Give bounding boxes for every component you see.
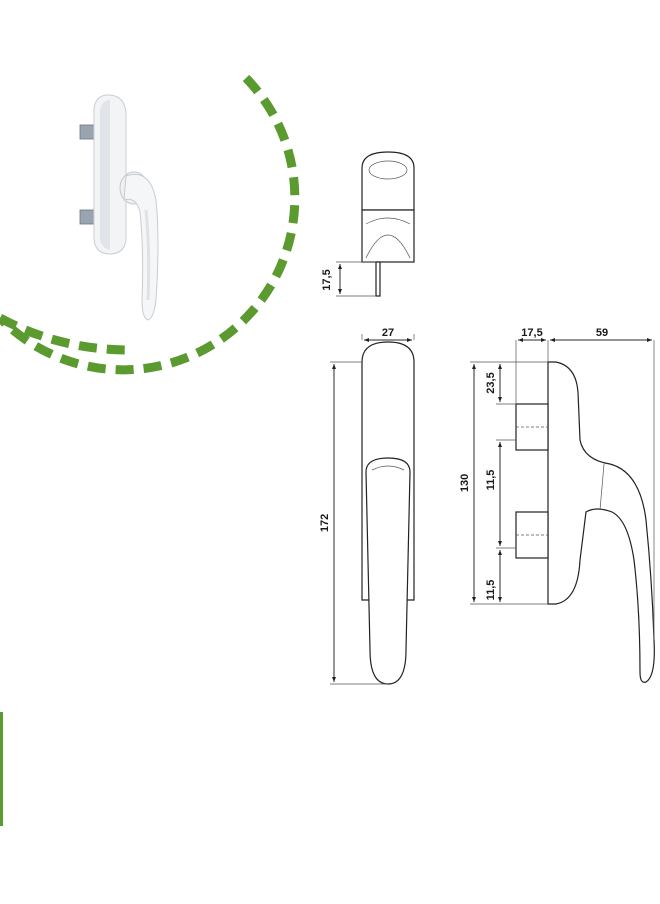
accent-bar bbox=[0, 712, 3, 826]
dim-front-width: 27 bbox=[382, 327, 394, 339]
front-view: 27 172 bbox=[319, 327, 415, 685]
dim-side-mid-gap: 11,5 bbox=[485, 470, 497, 491]
dim-side-lever-reach: 59 bbox=[596, 327, 608, 339]
dim-top-spindle: 17,5 bbox=[321, 269, 333, 290]
top-view: 17,5 bbox=[321, 151, 415, 297]
dim-side-base-depth: 17,5 bbox=[521, 327, 542, 339]
dim-side-height: 130 bbox=[459, 474, 471, 492]
dashed-arc-tail bbox=[0, 314, 131, 355]
dim-side-top-offset: 23,5 bbox=[485, 372, 497, 393]
dim-front-height: 172 bbox=[319, 514, 331, 532]
dashed-arc bbox=[0, 74, 300, 375]
dim-side-bottom-offset: 11,5 bbox=[485, 580, 497, 601]
side-view: 17,5 59 130 23,5 11,5 11,5 bbox=[459, 327, 655, 683]
product-photo bbox=[79, 94, 159, 321]
